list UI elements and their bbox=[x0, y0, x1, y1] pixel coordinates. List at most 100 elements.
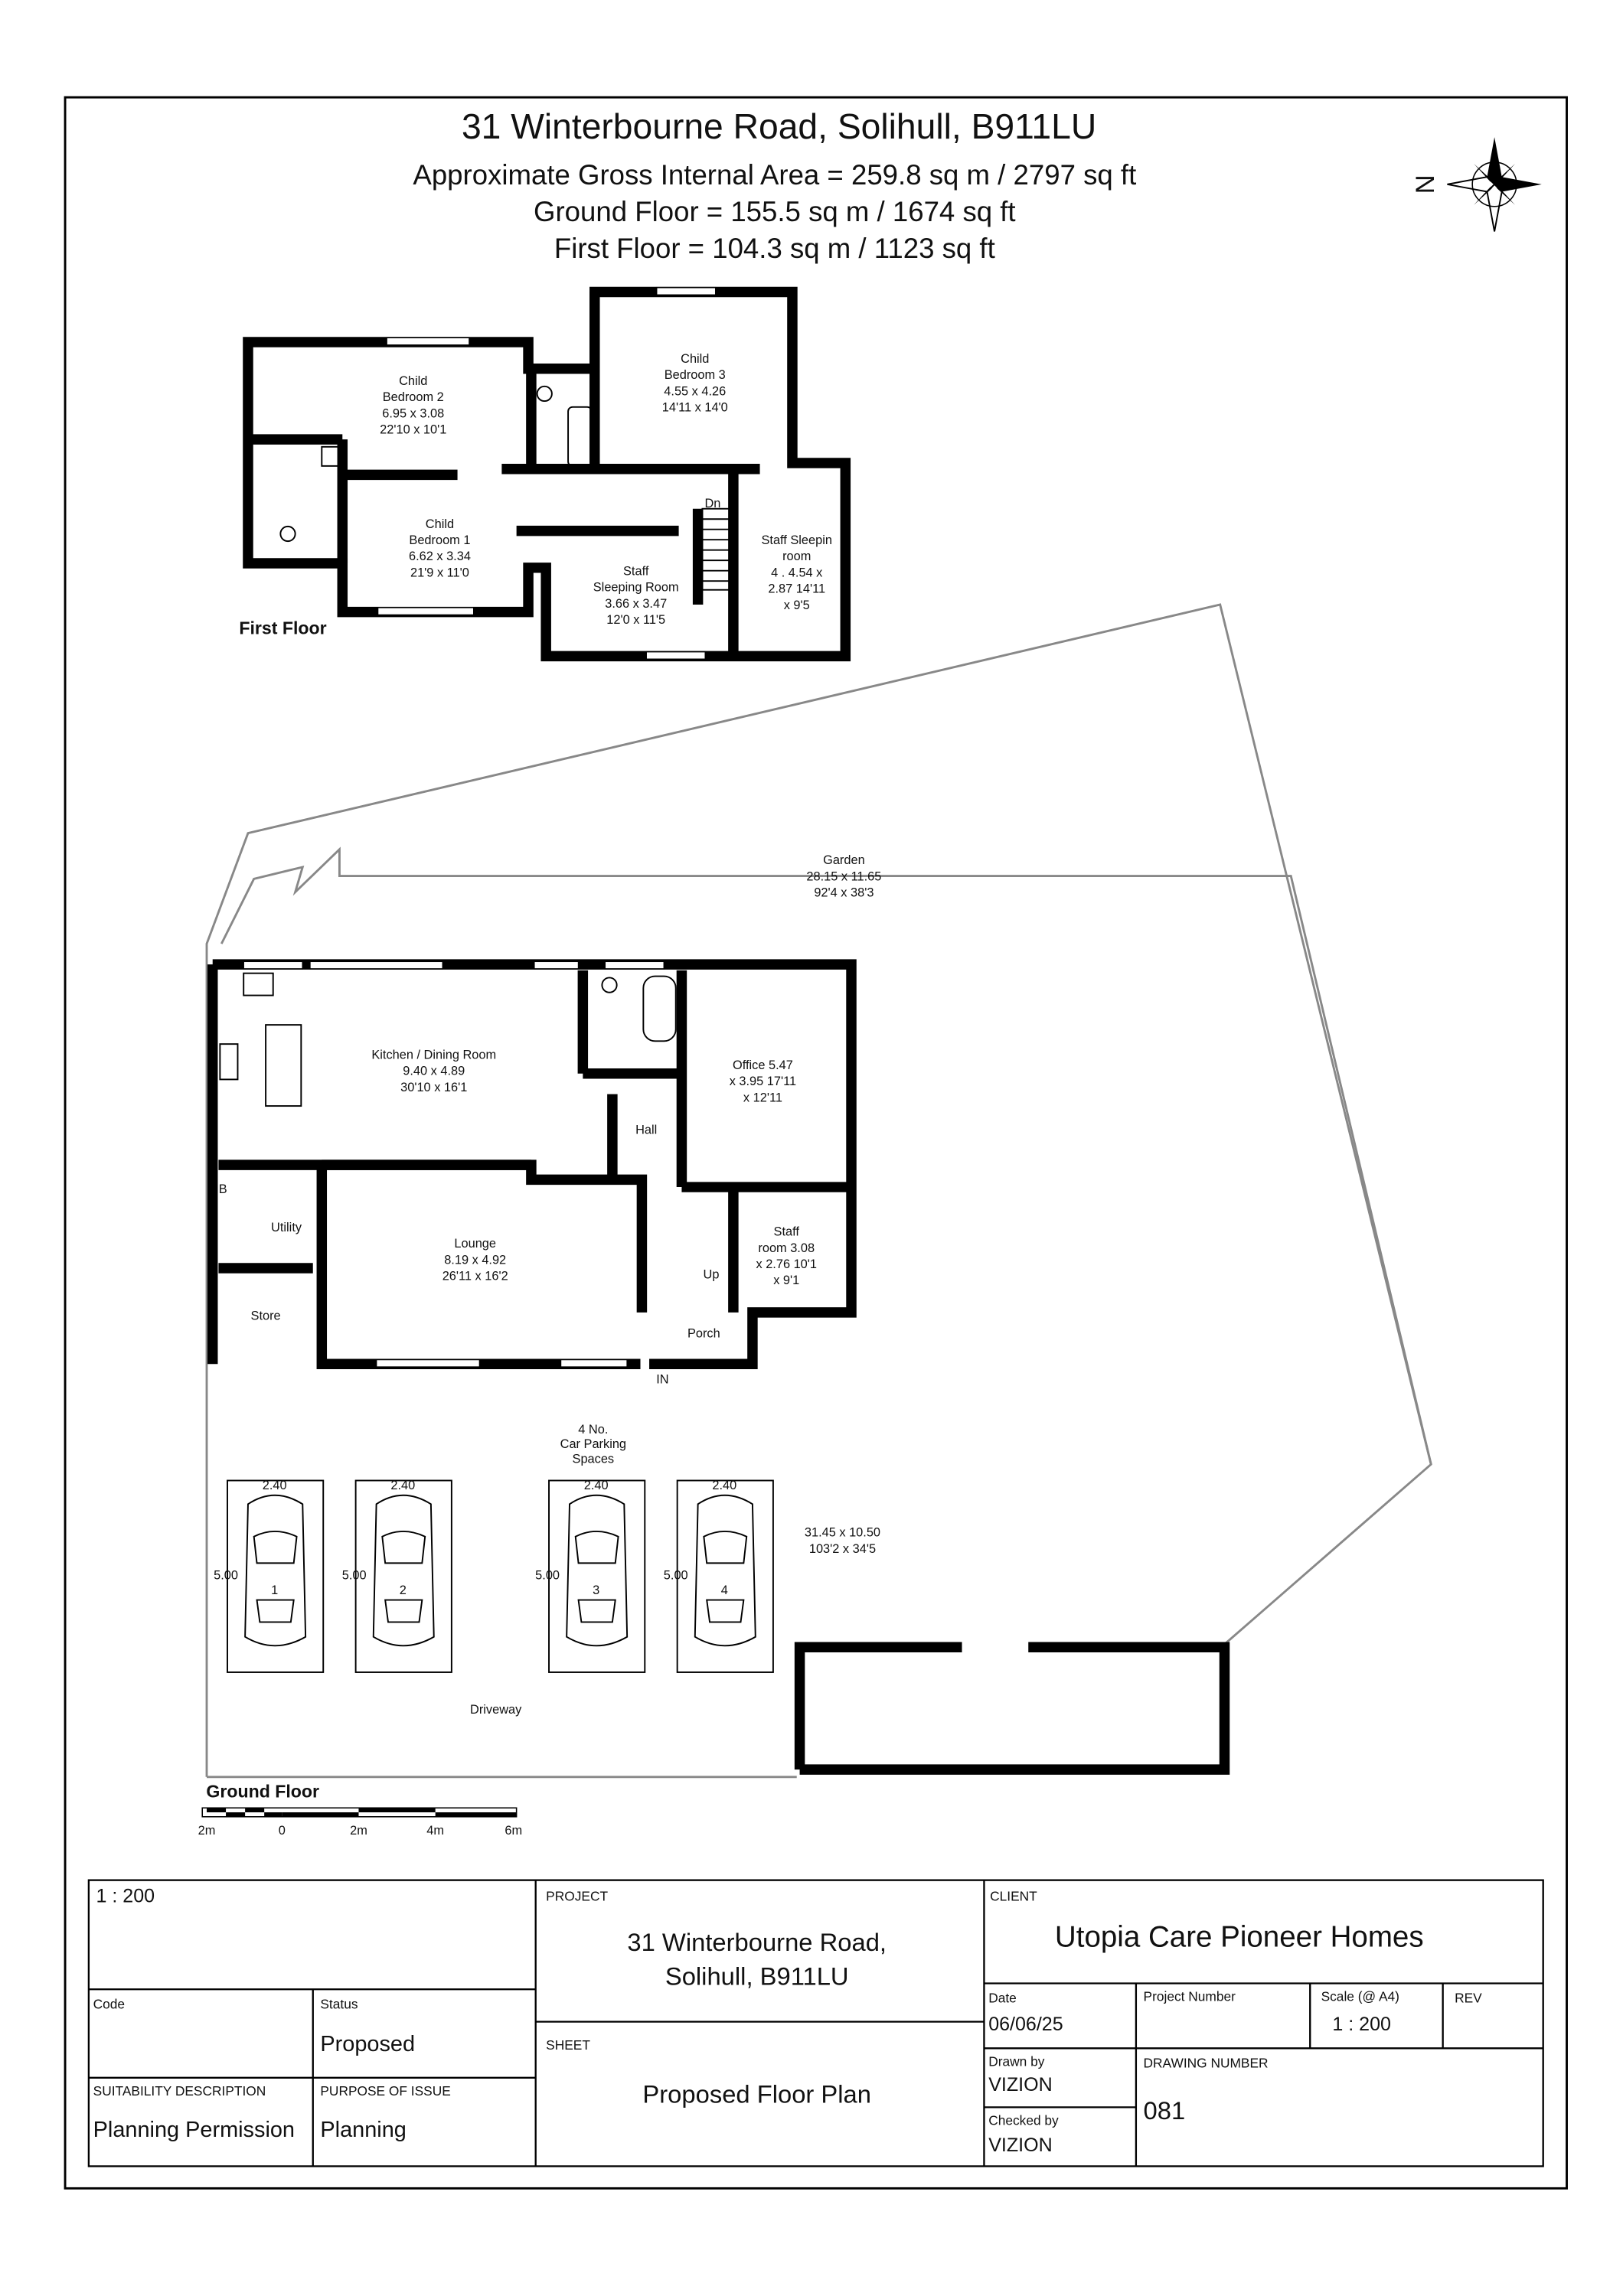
checked-by-label: Checked by bbox=[988, 2112, 1059, 2128]
scale-label: Scale (@ A4) bbox=[1321, 1989, 1399, 2004]
room-label: 12'0 x 11'5 bbox=[606, 613, 665, 627]
scale-tick-label: 2m bbox=[350, 1824, 367, 1838]
compass-rose-icon bbox=[1447, 137, 1542, 232]
room-label: Child bbox=[399, 374, 427, 388]
garden-label: 92'4 x 38'3 bbox=[814, 885, 874, 899]
suitability-value: Planning Permission bbox=[93, 2118, 295, 2142]
store-label: Store bbox=[251, 1309, 281, 1322]
room-label: 14'11 x 14'0 bbox=[662, 401, 728, 415]
outbuilding bbox=[794, 1642, 1230, 1775]
drawing-number-value: 081 bbox=[1144, 2096, 1186, 2125]
toilet-icon bbox=[279, 525, 296, 543]
room-label: Bedroom 1 bbox=[409, 533, 470, 547]
room-label: 6.62 x 3.34 bbox=[409, 550, 471, 563]
driveway-dimensions: 103'2 x 34'5 bbox=[809, 1542, 876, 1556]
sink-icon bbox=[243, 972, 274, 996]
kitchen-label: 9.40 x 4.89 bbox=[403, 1065, 465, 1078]
garden-label: 28.15 x 11.65 bbox=[806, 869, 881, 883]
lounge-label: 8.19 x 4.92 bbox=[444, 1253, 506, 1267]
ground-floor-label: Ground Floor bbox=[206, 1782, 319, 1802]
scale-tick-label: 0 bbox=[279, 1824, 286, 1838]
driveway-dimensions: 31.45 x 10.50 bbox=[805, 1526, 880, 1540]
room-label: Staff Sleepin bbox=[761, 533, 831, 547]
driveway-label: Driveway bbox=[470, 1703, 522, 1717]
room-label: 3.66 x 3.47 bbox=[605, 597, 667, 611]
hob-icon bbox=[219, 1043, 239, 1081]
rev-label: REV bbox=[1455, 1991, 1482, 2006]
bath-icon bbox=[642, 975, 677, 1042]
scale-tick-label: 6m bbox=[505, 1824, 522, 1838]
checked-by-value: VIZION bbox=[988, 2135, 1052, 2156]
project-line2: Solihull, B911LU bbox=[665, 1962, 849, 1990]
porch-label: Porch bbox=[687, 1327, 720, 1341]
car-icon bbox=[566, 1494, 629, 1647]
space-length: 5.00 bbox=[214, 1569, 238, 1583]
room-label: 21'9 x 11'0 bbox=[410, 566, 469, 579]
scale-tick-label: 4m bbox=[426, 1824, 444, 1838]
toilet-icon bbox=[536, 385, 553, 403]
client-value: Utopia Care Pioneer Homes bbox=[1055, 1920, 1424, 1953]
room-label: x 9'5 bbox=[784, 598, 810, 612]
shower-icon bbox=[321, 445, 342, 467]
car-icon bbox=[372, 1494, 435, 1647]
purpose-value: Planning bbox=[320, 2118, 406, 2142]
first-floor-area: First Floor = 104.3 sq m / 1123 sq ft bbox=[554, 233, 995, 264]
parking-space: 2.405.002 bbox=[342, 1479, 452, 1673]
project-number-label: Project Number bbox=[1144, 1989, 1236, 2004]
kitchen-island bbox=[265, 1024, 302, 1107]
space-width: 2.40 bbox=[584, 1479, 609, 1492]
lounge-label: 26'11 x 16'2 bbox=[442, 1269, 508, 1283]
toilet-icon bbox=[601, 977, 618, 993]
room-label: 22'10 x 10'1 bbox=[380, 422, 446, 436]
kitchen-label: 30'10 x 16'1 bbox=[400, 1081, 467, 1094]
room-label: Bedroom 2 bbox=[383, 390, 444, 404]
sheet-value: Proposed Floor Plan bbox=[642, 2080, 871, 2108]
utility-label: Utility bbox=[271, 1221, 302, 1234]
staff-room-label: Staff bbox=[774, 1225, 800, 1239]
stairs-up-label: Up bbox=[704, 1268, 720, 1282]
boiler-label: B bbox=[219, 1182, 227, 1196]
room-label: 4.55 x 4.26 bbox=[664, 384, 726, 398]
space-length: 5.00 bbox=[535, 1569, 560, 1583]
room-label: Child bbox=[681, 352, 709, 366]
compass-north-label: N bbox=[1411, 174, 1440, 194]
first-floor-plan bbox=[243, 286, 851, 662]
staff-room-label: room 3.08 bbox=[758, 1241, 815, 1255]
scale-tick-label: 2m bbox=[198, 1824, 216, 1838]
hall-label: Hall bbox=[635, 1124, 657, 1137]
office-label: Office 5.47 bbox=[733, 1058, 793, 1072]
space-length: 5.00 bbox=[342, 1569, 367, 1583]
date-value: 06/06/25 bbox=[988, 2014, 1063, 2035]
space-width: 2.40 bbox=[263, 1479, 287, 1492]
drawn-by-value: VIZION bbox=[988, 2074, 1052, 2095]
code-label: Code bbox=[93, 1996, 125, 2011]
office-label: x 12'11 bbox=[743, 1091, 782, 1104]
room-label: 6.95 x 3.08 bbox=[382, 406, 444, 420]
staff-room-label: x 2.76 10'1 bbox=[756, 1257, 817, 1271]
parking-space: 2.405.001 bbox=[214, 1479, 325, 1673]
scale-bar bbox=[201, 1807, 518, 1818]
drawing-number-label: DRAWING NUMBER bbox=[1144, 2055, 1269, 2070]
space-number: 2 bbox=[400, 1583, 407, 1597]
garden-label: Garden bbox=[823, 853, 865, 867]
parking-title: Car Parking bbox=[560, 1437, 626, 1451]
first-floor-label: First Floor bbox=[239, 618, 326, 638]
space-number: 4 bbox=[721, 1583, 728, 1597]
stairs-down-label: Dn bbox=[704, 497, 720, 510]
gross-area: Approximate Gross Internal Area = 259.8 … bbox=[413, 159, 1136, 191]
address-title: 31 Winterbourne Road, Solihull, B911LU bbox=[462, 106, 1096, 146]
ground-floor-area: Ground Floor = 155.5 sq m / 1674 sq ft bbox=[534, 196, 1016, 227]
car-icon bbox=[694, 1494, 756, 1647]
space-number: 3 bbox=[593, 1583, 599, 1597]
space-length: 5.00 bbox=[664, 1569, 688, 1583]
room-label: 4 . 4.54 x bbox=[771, 566, 822, 579]
purpose-label: PURPOSE OF ISSUE bbox=[320, 2083, 450, 2099]
parking-space: 2.40 5.00 4 bbox=[664, 1479, 774, 1673]
ground-floor-plan bbox=[205, 603, 1432, 1779]
status-label: Status bbox=[320, 1996, 358, 2011]
date-label: Date bbox=[988, 1991, 1017, 2006]
space-width: 2.40 bbox=[712, 1479, 736, 1492]
